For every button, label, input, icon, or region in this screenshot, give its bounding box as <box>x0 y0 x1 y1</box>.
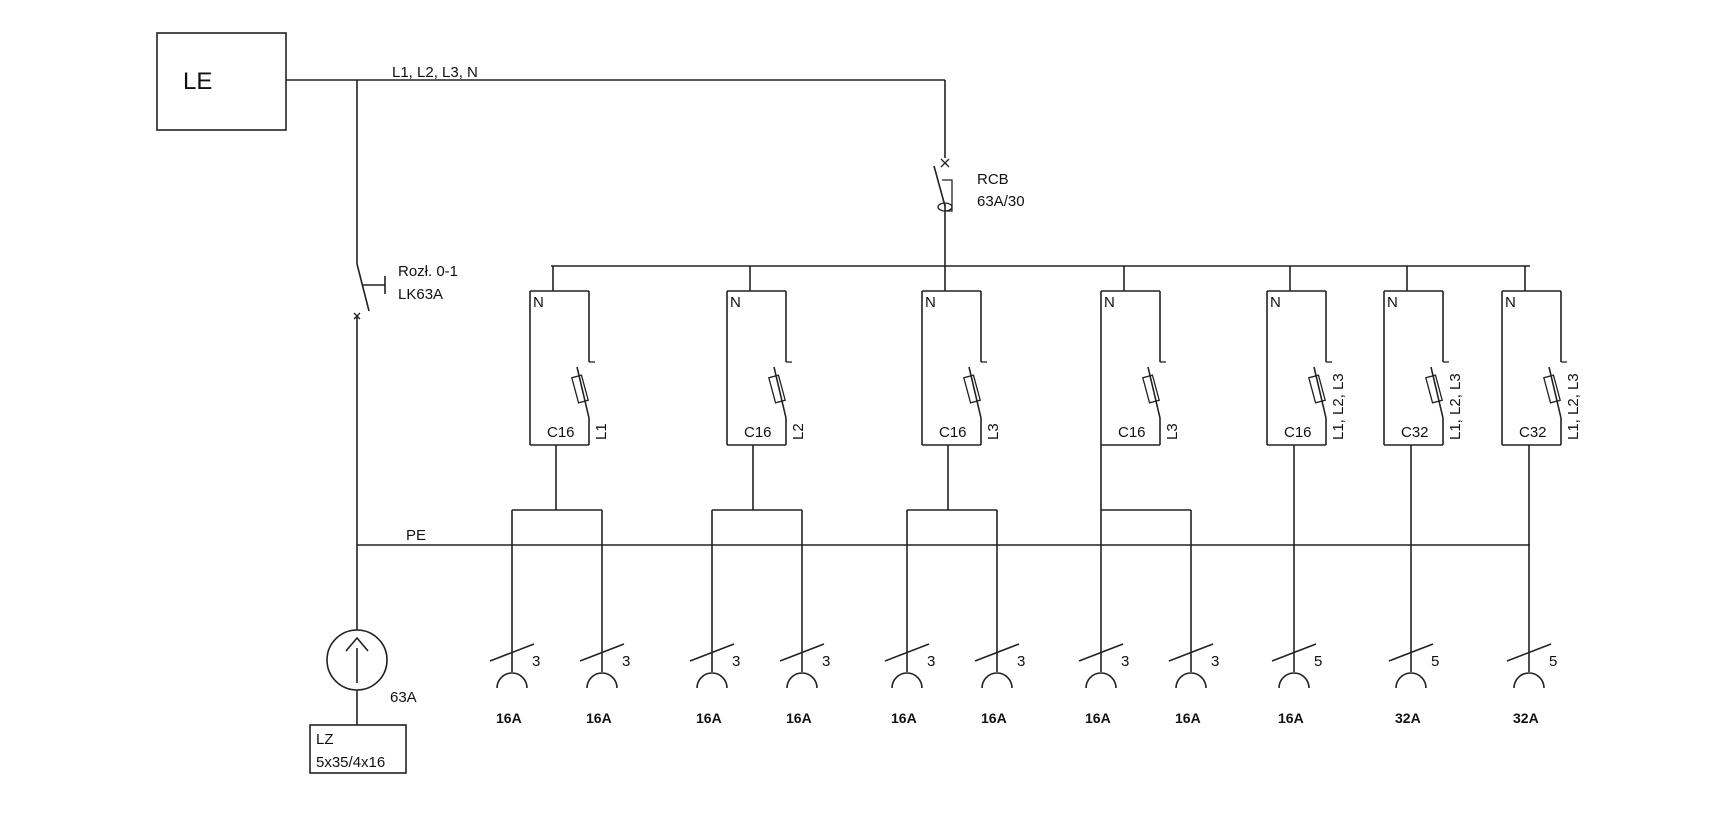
socket-poles: 3 <box>1017 653 1025 670</box>
breaker-rating: C16 <box>939 424 967 441</box>
socket-1: 3 16A <box>489 643 540 726</box>
socket-rating: 32A <box>1513 710 1539 726</box>
socket-4: 3 16A <box>779 643 830 726</box>
socket-11: 5 32A <box>1506 643 1557 726</box>
socket-rating: 32A <box>1395 710 1421 726</box>
supply-cable: 5x35/4x16 <box>316 754 385 771</box>
breaker-phase: L1, L2, L3 <box>1565 373 1582 440</box>
breaker-6: N C32 L1, L2, L3 <box>1383 266 1464 672</box>
breaker-group: N C16 L1 N C16 L2 N C16 L3 N C16 L3 N C16 L1, L2, L3 N C… <box>511 266 1582 672</box>
breaker-n-label: N <box>1505 294 1516 311</box>
socket-8: 3 16A <box>1168 643 1219 726</box>
meter-rating: 63A <box>390 689 417 706</box>
socket-poles: 3 <box>532 653 540 670</box>
socket-2: 3 16A <box>579 643 630 726</box>
breaker-rating: C16 <box>744 424 772 441</box>
socket-10: 5 32A <box>1388 643 1439 726</box>
breaker-rating: C16 <box>1118 424 1146 441</box>
pe-label: PE <box>406 527 426 544</box>
socket-7: 3 16A <box>1078 643 1129 726</box>
socket-poles: 3 <box>1121 653 1129 670</box>
breaker-n-label: N <box>1387 294 1398 311</box>
socket-poles: 5 <box>1549 653 1557 670</box>
socket-9: 5 16A <box>1271 643 1322 726</box>
rcb-symbol <box>933 80 953 266</box>
breaker-4: N C16 L3 <box>1100 266 1192 672</box>
breaker-phase: L1 <box>593 423 610 440</box>
socket-rating: 16A <box>1175 710 1201 726</box>
bus-label: L1, L2, L3, N <box>392 64 478 81</box>
breaker-2: N C16 L2 <box>711 266 807 672</box>
breaker-phase: L3 <box>985 423 1002 440</box>
socket-5: 3 16A <box>884 643 935 726</box>
breaker-5: N C16 L1, L2, L3 <box>1266 266 1347 672</box>
disconnector-symbol <box>353 80 386 630</box>
breaker-rating: C32 <box>1519 424 1547 441</box>
supply-name: LZ <box>316 731 334 748</box>
socket-3: 3 16A <box>689 643 740 726</box>
socket-rating: 16A <box>786 710 812 726</box>
source-label: LE <box>183 68 212 95</box>
socket-poles: 3 <box>622 653 630 670</box>
socket-rating: 16A <box>496 710 522 726</box>
socket-rating: 16A <box>1278 710 1304 726</box>
breaker-rating: C16 <box>1284 424 1312 441</box>
socket-group: 3 16A 3 16A 3 16A 3 16A 3 16A 3 16A 3 16A 3 16A 5 16A 5 32A… <box>489 643 1557 726</box>
socket-rating: 16A <box>696 710 722 726</box>
socket-rating: 16A <box>1085 710 1111 726</box>
meter-symbol <box>326 629 388 725</box>
breaker-7: N C32 L1, L2, L3 <box>1501 266 1582 672</box>
breaker-n-label: N <box>1104 294 1115 311</box>
breaker-phase: L1, L2, L3 <box>1330 373 1347 440</box>
socket-rating: 16A <box>981 710 1007 726</box>
breaker-1: N C16 L1 <box>511 266 610 672</box>
rcb-rating: 63A/30 <box>977 193 1025 210</box>
socket-poles: 3 <box>1211 653 1219 670</box>
socket-poles: 3 <box>927 653 935 670</box>
breaker-phase: L2 <box>790 423 807 440</box>
breaker-rating: C16 <box>547 424 575 441</box>
breaker-phase: L3 <box>1164 423 1181 440</box>
socket-poles: 5 <box>1431 653 1439 670</box>
socket-poles: 3 <box>732 653 740 670</box>
breaker-3: N C16 L3 <box>906 266 1002 672</box>
breaker-n-label: N <box>1270 294 1281 311</box>
source-box <box>156 32 287 131</box>
disconnector-name: Rozł. 0-1 <box>398 263 458 280</box>
breaker-rating: C32 <box>1401 424 1429 441</box>
supply-box <box>309 724 407 774</box>
disconnector-rating: LK63A <box>398 286 443 303</box>
socket-rating: 16A <box>891 710 917 726</box>
socket-poles: 5 <box>1314 653 1322 670</box>
rcb-name: RCB <box>977 171 1009 188</box>
socket-rating: 16A <box>586 710 612 726</box>
breaker-n-label: N <box>925 294 936 311</box>
breaker-n-label: N <box>730 294 741 311</box>
breaker-phase: L1, L2, L3 <box>1447 373 1464 440</box>
socket-poles: 3 <box>822 653 830 670</box>
breaker-n-label: N <box>533 294 544 311</box>
socket-6: 3 16A <box>974 643 1025 726</box>
